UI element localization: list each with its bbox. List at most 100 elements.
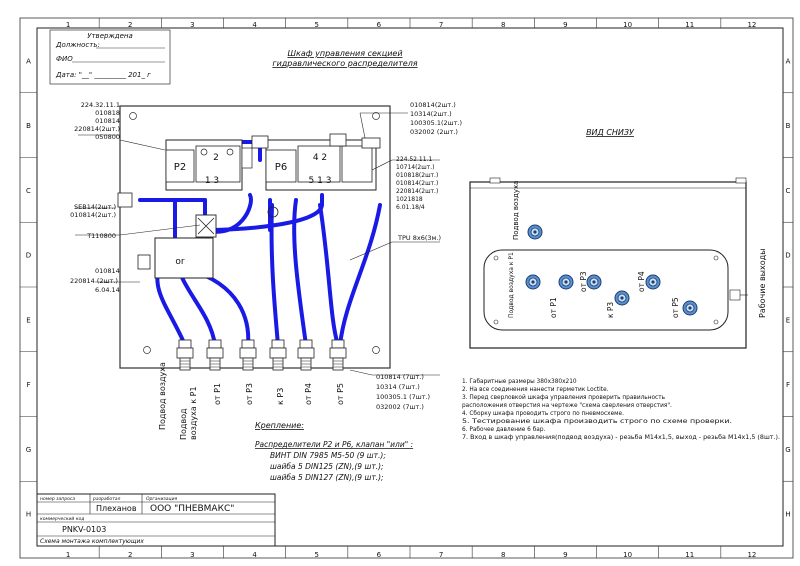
port-fitting-icon (645, 274, 661, 290)
note-1: 1. Габаритные размеры 380х380х210 (462, 379, 577, 385)
callout-top-left-4: 220814(2шт.) (74, 125, 120, 133)
callout-right-mid-7: 6.01.18/4 (396, 204, 425, 211)
mount-hole-icon (129, 112, 137, 120)
grid-column-label: 5 (315, 21, 319, 29)
callout-right-mid-6: 1021818 (396, 196, 423, 203)
grid-column-label: 8 (501, 21, 505, 29)
pneumatic-tubes (138, 140, 382, 347)
mount-hole-icon (372, 112, 380, 120)
callout-left-low-1: 010814 (95, 267, 120, 275)
valve-p2-label: P2 (174, 162, 186, 173)
callout-bottom-right-2: 10314 (7шт.) (376, 383, 420, 391)
grid-row-label: H (26, 511, 31, 519)
bv-label-ot-p3: от Р3 (579, 271, 588, 292)
grid-row-label: F (786, 381, 790, 389)
bulkhead-fitting-icon (297, 339, 315, 371)
grid-row-label: E (786, 316, 790, 324)
bottom-view-labels: Подвод воздуха Подвод воздуха к Р1 от Р1… (508, 181, 767, 318)
callout-top-left-2: 010818 (95, 109, 120, 117)
valve-p6-label: P6 (275, 162, 287, 173)
bulkhead-fitting-icon (239, 339, 257, 371)
fastening-line2: ВИНТ DIN 7985 М5-50 (9 шт.); (270, 451, 386, 460)
fitting-icon (226, 148, 234, 156)
bv-label-ot-p5: от Р5 (671, 297, 680, 318)
fastening-block: Крепление: Распределители P2 и P6, клапа… (255, 421, 413, 482)
bottom-view (469, 177, 748, 349)
port-fitting-icon (525, 274, 541, 290)
bv-label-ot-p4: от Р4 (637, 271, 646, 292)
grid-column-label: 9 (563, 21, 567, 29)
grid-row-label: H (785, 511, 790, 519)
port-label-supply: Подвод воздуха (158, 362, 167, 430)
callout-right-mid-4: 010814(2шт.) (396, 180, 438, 187)
or-valve: or (137, 214, 217, 279)
tb-header-org: Организация (146, 496, 178, 502)
bottom-view-title: ВИД СНИЗУ (586, 128, 635, 137)
grid-column-label: 11 (685, 551, 694, 559)
grid-column-label: 5 (315, 551, 319, 559)
leader-lines (75, 112, 440, 376)
grid-column-label: 4 (252, 551, 257, 559)
tb-header-request: номер запроса (40, 497, 75, 502)
callout-bottom-right-4: 032002 (7шт.) (376, 403, 424, 411)
valve-p6-port-label: 4 2 (313, 153, 327, 163)
grid-row-label: A (26, 57, 31, 65)
grid-column-label: 7 (439, 551, 443, 559)
grid-row-label: B (26, 122, 31, 130)
grid-column-label: 4 (252, 21, 257, 29)
callout-top-left-3: 010814 (95, 117, 120, 125)
valve-p2-lower-ports: 1 3 (205, 176, 219, 186)
or-valve-label: or (175, 257, 185, 267)
fitting-icon (200, 148, 208, 156)
bulkhead-fittings (176, 339, 347, 371)
tb-header-commercial: коммерческий код (40, 516, 84, 522)
bulkhead-fitting-icon (329, 339, 347, 371)
mount-hole-icon (372, 346, 380, 354)
tb-org: ООО "ПНЕВМАКС" (150, 504, 234, 514)
valve-p6-lower-ports: 5 1 3 (309, 176, 332, 186)
fitting-icon (267, 206, 279, 218)
grid-row-label: A (786, 57, 791, 65)
callout-left-sep-1: SEB14(2шт.) (74, 203, 116, 211)
grid-column-label: 9 (563, 551, 567, 559)
grid-column-label: 1 (66, 551, 70, 559)
title-block: номер запроса разработал Организация Пле… (36, 493, 276, 547)
note-6: 6. Рабочее давление 6 бар. (462, 427, 545, 433)
port-label-k-p3: к Р3 (276, 388, 285, 405)
fastening-line3: шайба 5 DIN125 (ZN),(9 шт.); (270, 462, 384, 471)
note-5: 5. Тестирование шкафа производить строго… (462, 419, 732, 425)
grid-row-label: C (26, 187, 31, 195)
port-label-ot-p3: от Р3 (245, 383, 254, 405)
approval-date-label: Дата: "__" _________ 201_ г (55, 71, 151, 79)
port-label-supply-k-p1-line1: Подвод (179, 408, 188, 440)
fastening-title: Крепление: (255, 421, 304, 430)
callout-labels: 224.32.11.1 010818 010814 220814(2шт.) 0… (70, 101, 462, 411)
grid-column-label: 8 (501, 551, 505, 559)
bulkhead-fitting-icon (176, 339, 194, 371)
valve-p6: P6 4 2 5 1 3 (265, 139, 377, 191)
grid-column-label: 2 (128, 21, 132, 29)
tb-developer: Плеханов (96, 504, 137, 513)
bv-label-supply: Подвод воздуха (512, 181, 520, 240)
callout-right-mid-5: 220814(2шт.) (396, 188, 438, 195)
grid-column-label: 10 (623, 21, 632, 29)
port-fitting-icon (614, 290, 630, 306)
callout-top-right-1: 010814(2шт.) (410, 101, 456, 109)
main-title-line2: гидравлического распределителя (272, 59, 417, 68)
grid-row-label: G (26, 446, 31, 454)
bottom-view-ports (525, 224, 698, 316)
grid-column-label: 12 (747, 21, 756, 29)
approval-name-label: ФИО (56, 55, 73, 63)
callout-top-right-4: 032002 (2шт.) (410, 128, 458, 136)
tb-description: Схема монтажа комплектующих (40, 538, 144, 545)
grid-column-label: 3 (190, 21, 194, 29)
grid-column-label: 3 (190, 551, 194, 559)
fastening-line1: Распределители P2 и P6, клапан "или" : (255, 440, 413, 449)
approval-title: Утверждена (87, 32, 133, 40)
bv-label-supply-k-p1: Подвод воздуха к Р1 (508, 252, 515, 318)
callout-bottom-right-3: 100305.1 (7шт.) (376, 393, 430, 401)
valve-p2-port-label: 2 (213, 153, 219, 163)
grid-column-label: 10 (623, 551, 632, 559)
grid-row-label: D (785, 252, 790, 260)
